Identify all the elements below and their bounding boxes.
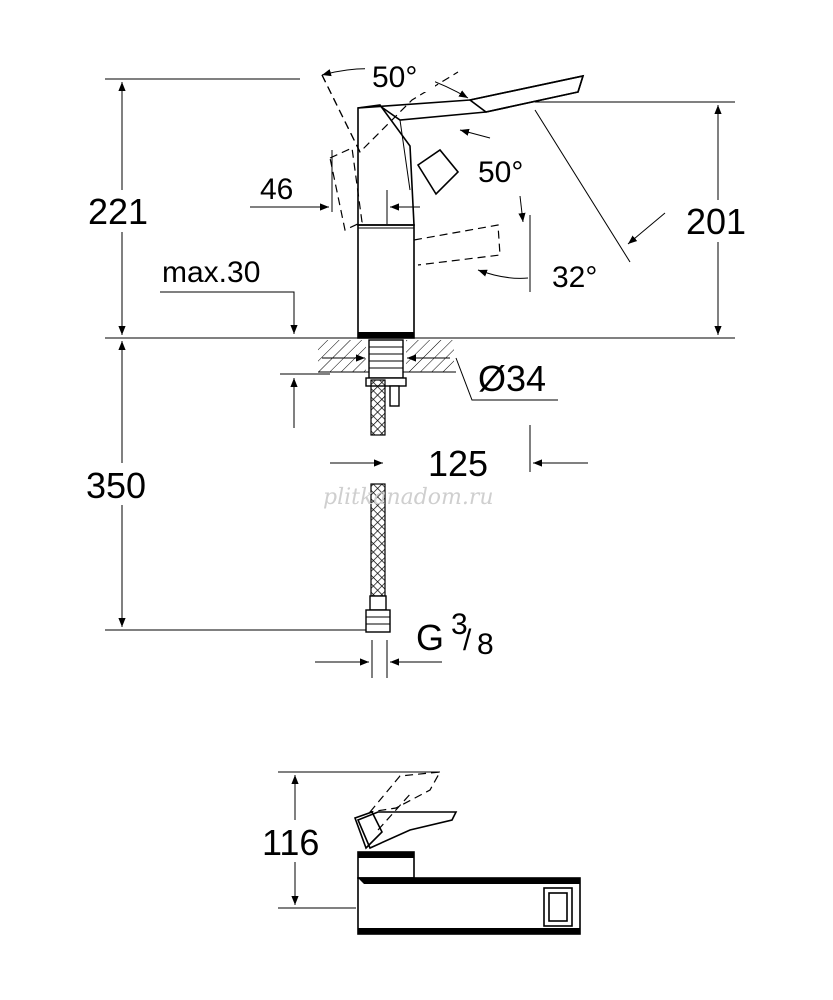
dim-d34-leader (455, 357, 558, 401)
handle-lever-tip (468, 74, 585, 113)
front-handle-cap (353, 811, 383, 850)
spout-reach-diagonal (534, 109, 631, 263)
dim-221-bg (85, 190, 155, 232)
dim-116-bg (258, 820, 330, 862)
front-handle-dashed-2 (377, 791, 413, 831)
front-spout-outlet (543, 887, 573, 927)
tap-body-base-band (358, 332, 414, 338)
front-spout-shadow-bottom (358, 928, 580, 934)
dim-350-bg (85, 463, 155, 505)
dim-g38-slash: / (463, 624, 472, 657)
angle-spout-tick (518, 195, 526, 223)
angle-spout-label: 32° (552, 261, 597, 294)
watermark: plitkanadom.ru (323, 485, 494, 510)
dim-d34-label: Ø34 (478, 358, 546, 399)
front-handle-dashed (368, 771, 442, 813)
mounting-rod-tip (389, 385, 400, 407)
dim-350-label: 350 (86, 465, 146, 506)
dim-201-bg (682, 200, 752, 242)
angle-top-bg (365, 56, 435, 92)
countertop-hatch-right (406, 340, 454, 372)
hose-connector-nut (365, 609, 391, 633)
handle-cap (416, 148, 460, 196)
dim-125-label: 125 (428, 443, 488, 484)
dim-46-label: 46 (260, 173, 293, 206)
angle-handle-label: 50° (478, 156, 523, 189)
dim-201-label: 201 (686, 201, 746, 242)
dim-221-label: 221 (88, 191, 148, 232)
dim-116-label: 116 (262, 822, 319, 863)
mounting-stud (368, 339, 404, 379)
tap-upper-column (357, 104, 415, 226)
front-spout-shadow-top (358, 878, 580, 884)
hose-upper (370, 379, 386, 436)
dim-g38-denominator: 8 (477, 628, 494, 661)
dim-g38-main: G (416, 617, 444, 658)
tap-body (357, 224, 415, 339)
front-collar-shadow (358, 852, 414, 858)
angle-top-label: 50° (372, 61, 417, 94)
front-spout-outlet-inner (548, 892, 568, 922)
spout-dashed-rotated (413, 224, 501, 266)
spout-reach-arrow (627, 212, 666, 245)
mounting-nut (365, 377, 407, 387)
handle-lever-crease (399, 119, 411, 191)
angle-handle-arrow (459, 128, 491, 139)
dim-g38-numerator: 3 (451, 608, 468, 641)
hose-ferrule (369, 595, 387, 611)
angle-spout-arc (477, 269, 529, 279)
front-handle-lever (356, 811, 458, 850)
dim-max30-label: max.30 (162, 256, 260, 289)
dim-max30-leader (160, 291, 298, 334)
countertop-hatch-left (318, 340, 366, 372)
handle-dashed-left (329, 147, 363, 231)
